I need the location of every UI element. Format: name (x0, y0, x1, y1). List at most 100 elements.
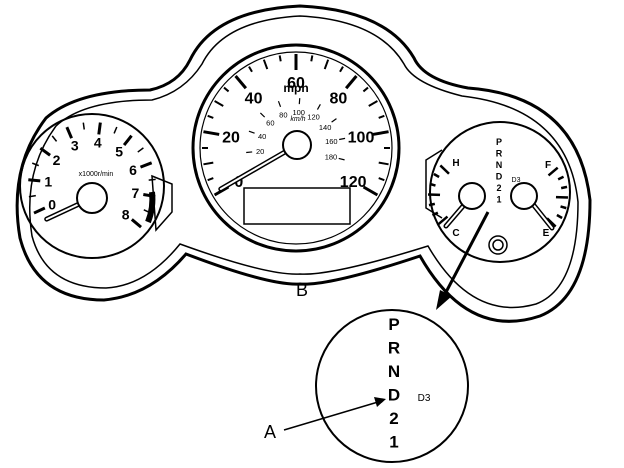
gear-letter: P (496, 137, 502, 147)
fuel-tick (560, 205, 567, 210)
gear-letter: N (496, 160, 503, 170)
speedometer-mph-number: 80 (330, 90, 348, 107)
speedometer-tick (362, 86, 369, 93)
speedometer-tick (262, 59, 269, 70)
tachometer-tick (31, 162, 40, 167)
speedometer-tick (207, 114, 214, 119)
gear-letter: 2 (496, 183, 501, 193)
temperature-tick (428, 202, 436, 207)
temperature-hot-label: H (452, 158, 459, 169)
gear-letter: R (496, 149, 503, 159)
speedometer-tick (339, 66, 344, 73)
speedometer-mph-number: 20 (222, 130, 240, 147)
temperature-ticks (427, 164, 450, 226)
gear-letter: 1 (496, 195, 501, 205)
tachometer-tick (139, 161, 153, 169)
cluster-callout-label: B (296, 280, 308, 300)
tachometer-hub (76, 182, 108, 214)
speedometer-mph-number: 100 (348, 130, 375, 147)
speedometer-kmh-number: 180 (325, 153, 338, 162)
speedometer-mph-unit: mph (283, 81, 308, 95)
tachometer-tick (130, 218, 142, 229)
tachometer-tick (113, 126, 118, 134)
tachometer-unit: x1000r/min (79, 171, 114, 178)
tachometer-tick (28, 178, 41, 183)
speedometer-tick (378, 161, 389, 166)
speedometer-hub (282, 130, 312, 160)
speedometer-tick (248, 66, 253, 73)
speedometer-kmh-number: 140 (319, 123, 332, 132)
pointer-arrow (283, 397, 386, 431)
speedometer-kmh-number: 80 (279, 110, 287, 119)
detail-gear-letter: D (388, 386, 400, 405)
speedometer-tick (372, 130, 389, 136)
tachometer-tick (122, 134, 133, 147)
speedometer-kmh-number: 120 (307, 113, 320, 122)
fuel-full-label: F (545, 160, 551, 171)
tachometer-tick (65, 126, 73, 139)
speedometer-tick (378, 114, 385, 119)
temperature-hub (458, 182, 486, 210)
odometer-display (243, 187, 351, 225)
detail-gear-letter: R (388, 339, 400, 358)
tachometer-tick (51, 135, 58, 142)
fuel-tick (556, 213, 563, 220)
gear-letter: D (496, 172, 503, 182)
speedometer-mph-number: 60 (287, 75, 305, 92)
speedometer-tick (323, 59, 330, 70)
speedometer-tick (223, 86, 230, 93)
tachometer-number: 3 (71, 138, 79, 154)
fuel-hub (510, 182, 538, 210)
speedometer-kmh-tick (246, 151, 253, 154)
speedometer-kmh-tick (338, 157, 345, 161)
speedometer-tick (362, 185, 379, 197)
speedometer-kmh-unit: km/h (290, 116, 305, 123)
tachometer-tick (39, 146, 51, 157)
speedometer-tick (214, 100, 224, 107)
speedometer-kmh-tick (331, 118, 337, 123)
speedometer-mph-number: 120 (340, 174, 367, 191)
tachometer-tick (82, 122, 85, 130)
speedometer-tick (203, 161, 214, 166)
speedometer-mph-number: 0 (234, 174, 243, 191)
speedometer-kmh-tick (339, 137, 346, 141)
fuel-tick (547, 166, 559, 177)
speedometer-tick (234, 75, 248, 90)
speedometer-mph-ticks (202, 54, 390, 197)
tachometer-number: 2 (53, 152, 61, 168)
detail-d3-label: D3 (418, 393, 431, 404)
pointer-callout-label: A (264, 422, 276, 442)
temperature-tick (431, 211, 439, 217)
speedometer-kmh-number: 60 (266, 119, 274, 128)
speedometer-kmh-tick (259, 112, 266, 118)
temperature-tick (437, 215, 449, 226)
tachometer-number: 4 (94, 134, 102, 150)
speedometer-kmh-tick (316, 104, 321, 110)
speedometer-kmh-number: 160 (325, 137, 338, 146)
detail-gear-letter: N (388, 362, 400, 381)
tachometer-number: 7 (132, 185, 140, 201)
speedometer-kmh-number: 20 (256, 147, 264, 156)
temperature-tick (439, 164, 450, 175)
speedometer-tick (278, 55, 282, 62)
tachometer-number: 6 (129, 162, 137, 178)
tachometer-tick (137, 147, 144, 153)
fuel-tick (560, 185, 568, 190)
speedometer-tick (368, 100, 378, 107)
tachometer-tick (28, 194, 36, 198)
tachometer-redline (145, 191, 156, 224)
tachometer-number: 5 (115, 143, 123, 159)
speedometer-kmh-ticks (246, 98, 346, 161)
speedometer-kmh-number: 100 (292, 108, 305, 117)
detail-gear-letter: 1 (389, 433, 398, 452)
speedometer-kmh-tick (248, 130, 255, 134)
temperature-cold-label: C (452, 228, 459, 239)
